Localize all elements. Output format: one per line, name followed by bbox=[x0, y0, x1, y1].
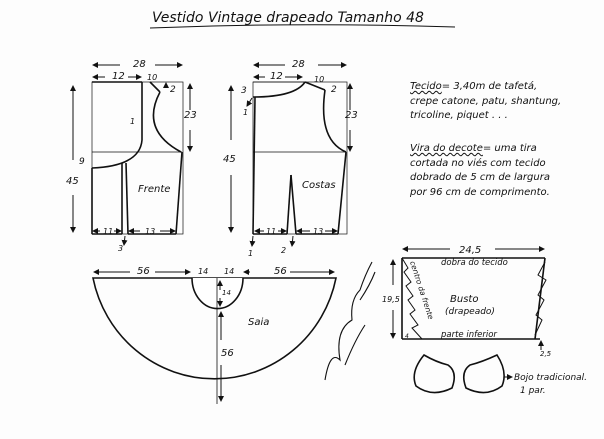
cup-left bbox=[413, 353, 456, 394]
neck-note-line: por 96 cm de comprimento. bbox=[410, 186, 550, 198]
front-dart-label: 3 bbox=[118, 244, 123, 253]
bust-dimension-arrows bbox=[390, 246, 545, 350]
front-shoulder-label: 10 bbox=[147, 73, 157, 82]
back-hem-right-label: 13 bbox=[313, 227, 323, 236]
neck-note-title: Vira do decote bbox=[410, 143, 483, 154]
back-hem-mark: 1 bbox=[248, 249, 253, 258]
fabric-note-line: crepe catone, patu, shantung, bbox=[410, 95, 562, 107]
back-dart-label: 2 bbox=[281, 246, 286, 255]
front-hem-right-label: 13 bbox=[145, 227, 155, 236]
skirt-right-label: 56 bbox=[274, 266, 287, 277]
cups-label: Bojo tradicional. bbox=[514, 373, 587, 383]
neck-binding-note: Vira do decote= uma tira cortada no viés… bbox=[410, 142, 550, 200]
bust-fold-label: dobra do tecido bbox=[441, 258, 508, 268]
bust-bottom-right-label: 2,5 bbox=[540, 350, 552, 358]
cups-qty-label: 1 par. bbox=[520, 386, 546, 396]
back-bodice-piece bbox=[252, 81, 348, 235]
front-dimension-arrows bbox=[70, 62, 193, 246]
skirt-piece bbox=[92, 277, 337, 404]
back-shoulder-drop-label: 2 bbox=[331, 85, 337, 95]
back-shoulder-label: 10 bbox=[314, 75, 324, 84]
back-neck-depth-label: 3 bbox=[241, 86, 247, 96]
fabric-note-line: = 3,40m de tafetá, bbox=[441, 81, 538, 92]
back-hem-left-label: 11 bbox=[266, 227, 276, 236]
fabric-note-title: Tecido bbox=[410, 81, 442, 92]
back-length-label: 45 bbox=[223, 154, 236, 165]
bust-bottom-left-label: 4 bbox=[405, 333, 409, 340]
skirt-waist-right-label: 14 bbox=[224, 267, 234, 276]
skirt-piece-label: Saia bbox=[248, 317, 269, 328]
bust-width-label: 24,5 bbox=[459, 245, 481, 256]
bust-height-label: 19,5 bbox=[382, 295, 400, 304]
front-shoulder-width-label: 12 bbox=[112, 71, 125, 82]
skirt-length-label: 56 bbox=[221, 348, 234, 359]
bust-bottom-label: parte inferior bbox=[440, 330, 497, 340]
front-armhole-label: 23 bbox=[184, 110, 197, 121]
back-width-label: 28 bbox=[292, 59, 305, 70]
front-width-label: 28 bbox=[133, 59, 146, 70]
title-underline bbox=[149, 24, 456, 29]
front-hem-left-label: 11 bbox=[103, 227, 113, 236]
neck-note-line: cortada no viés com tecido bbox=[410, 157, 546, 169]
back-neck-mark: 1 bbox=[243, 108, 248, 117]
skirt-left-label: 56 bbox=[137, 266, 150, 277]
back-dimension-arrows bbox=[228, 62, 353, 247]
skirt-waist-left-label: 14 bbox=[198, 267, 208, 276]
front-length-label: 45 bbox=[66, 176, 79, 187]
front-bodice-piece bbox=[91, 81, 184, 235]
skirt-dimension-arrows bbox=[93, 269, 335, 402]
front-piece-label: Frente bbox=[138, 184, 170, 195]
bust-piece-label: Busto bbox=[450, 294, 478, 305]
neck-note-line: dobrado de 5 cm de largura bbox=[410, 172, 550, 183]
front-drape-label: 9 bbox=[79, 157, 85, 167]
bust-piece bbox=[401, 257, 547, 340]
back-piece-label: Costas bbox=[302, 180, 336, 191]
signature-drawing bbox=[324, 261, 376, 381]
back-armhole-label: 23 bbox=[345, 110, 358, 121]
back-shoulder-width-label: 12 bbox=[270, 71, 283, 82]
fabric-note: Tecido= 3,40m de tafetá, crepe catone, p… bbox=[410, 80, 561, 124]
neck-note-line: = uma tira bbox=[482, 143, 537, 154]
skirt-waist-depth-label: 14 bbox=[222, 289, 231, 297]
front-shoulder-drop-label: 2 bbox=[170, 85, 176, 95]
fabric-note-line: tricoline, piquet . . . bbox=[410, 110, 508, 121]
bust-piece-sublabel: (drapeado) bbox=[445, 307, 495, 317]
cup-right bbox=[462, 353, 505, 394]
title: Vestido Vintage drapeado Tamanho 48 bbox=[152, 10, 424, 26]
front-drape-mark: 1 bbox=[130, 117, 135, 126]
